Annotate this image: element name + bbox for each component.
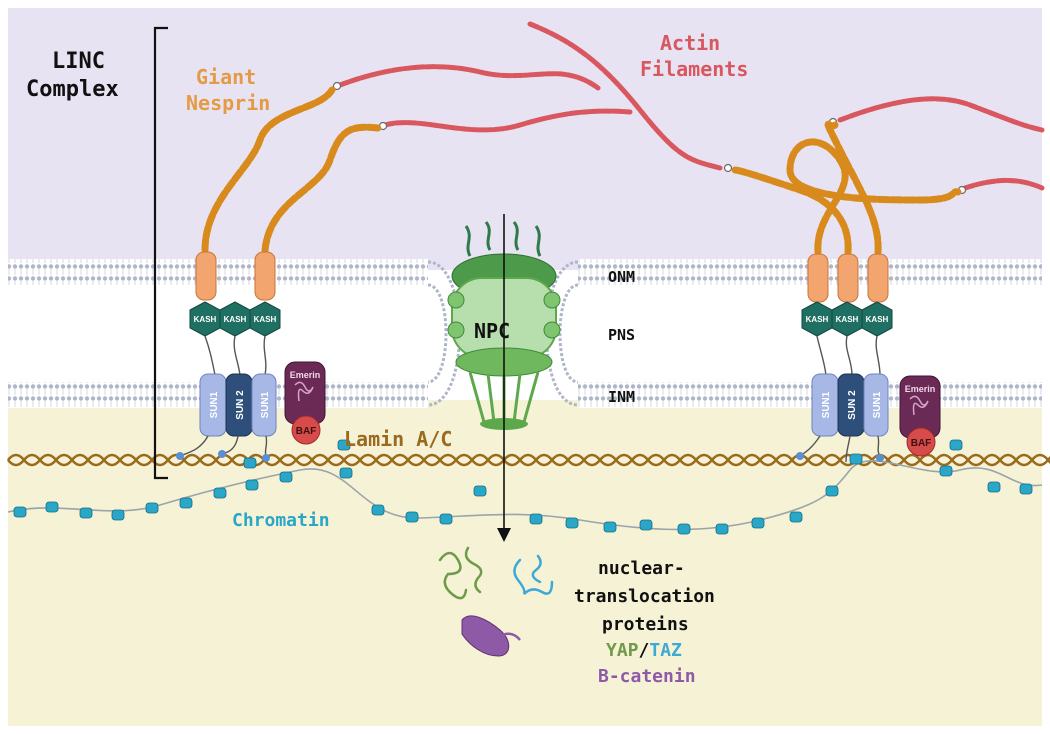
actin-filaments bbox=[337, 21, 1045, 191]
baf-protein: BAF BAF bbox=[291, 415, 936, 457]
taz-label: TAZ bbox=[649, 640, 682, 661]
actin-label-line1: Actin bbox=[660, 31, 720, 55]
sun-linkers bbox=[204, 335, 881, 376]
chromatin-strand bbox=[7, 439, 1043, 535]
nesprin-membrane-anchors bbox=[195, 251, 889, 303]
sun2-label: SUN 2 bbox=[847, 390, 858, 420]
baf-label: BAF bbox=[296, 426, 317, 437]
kash-label: KASH bbox=[194, 315, 217, 324]
linc-label-line1: LINC bbox=[52, 49, 105, 74]
sun2-label: SUN 2 bbox=[235, 390, 246, 420]
bcatenin-label: B-catenin bbox=[598, 666, 696, 687]
proteins-label-line3: proteins bbox=[602, 614, 689, 635]
sun-proteins: SUN1 SUN 2 SUN1 SUN1 SUN 2 SUN1 bbox=[176, 373, 889, 463]
sun1-label: SUN1 bbox=[260, 391, 271, 418]
nucleoplasm-region bbox=[8, 400, 1042, 726]
chromatin-label: Chromatin bbox=[232, 510, 330, 531]
proteins-label-line1: nuclear- bbox=[598, 558, 685, 579]
kash-label: KASH bbox=[806, 315, 829, 324]
sun1-label: SUN1 bbox=[872, 391, 883, 418]
sun1-label: SUN1 bbox=[821, 391, 832, 418]
cytoplasm-region bbox=[8, 8, 1042, 270]
outer-nuclear-membrane bbox=[8, 259, 1042, 285]
lamin-filament bbox=[6, 453, 1050, 467]
kash-label: KASH bbox=[224, 315, 247, 324]
slash-label: / bbox=[639, 640, 650, 661]
baf-label: BAF bbox=[911, 438, 932, 449]
linc-bracket bbox=[153, 26, 168, 480]
linc-label-line2: Complex bbox=[26, 77, 119, 102]
kash-label: KASH bbox=[836, 315, 859, 324]
svg-text:YAP/TAZ: YAP/TAZ bbox=[606, 640, 682, 661]
lamin-label: Lamin A/C bbox=[344, 427, 452, 451]
kash-label: KASH bbox=[866, 315, 889, 324]
emerin-label: Emerin bbox=[290, 370, 321, 380]
translocation-proteins-art bbox=[438, 546, 554, 600]
emerin-protein: Emerin Emerin bbox=[284, 361, 941, 439]
emerin-label: Emerin bbox=[905, 384, 936, 394]
nesprin-label-line2: Nesprin bbox=[186, 91, 270, 115]
yap-label: YAP bbox=[606, 640, 639, 661]
nesprin-label-line1: Giant bbox=[196, 65, 256, 89]
proteins-label-line2: translocation bbox=[574, 586, 715, 607]
bcatenin-icon bbox=[461, 615, 510, 657]
pns-label: PNS bbox=[608, 326, 635, 344]
kash-label: KASH bbox=[254, 315, 277, 324]
nesprin-chains bbox=[201, 86, 962, 256]
translocation-arrow bbox=[497, 214, 511, 542]
kash-domains: KASH KASH KASH KASH KASH KASH bbox=[189, 301, 893, 337]
actin-label-line2: Filaments bbox=[640, 57, 748, 81]
pore-membrane-curves bbox=[427, 260, 579, 407]
onm-label: ONM bbox=[608, 268, 635, 286]
inm-label: INM bbox=[608, 388, 635, 406]
bcatenin-tail-icon bbox=[499, 632, 521, 641]
sun1-label: SUN1 bbox=[209, 391, 220, 418]
